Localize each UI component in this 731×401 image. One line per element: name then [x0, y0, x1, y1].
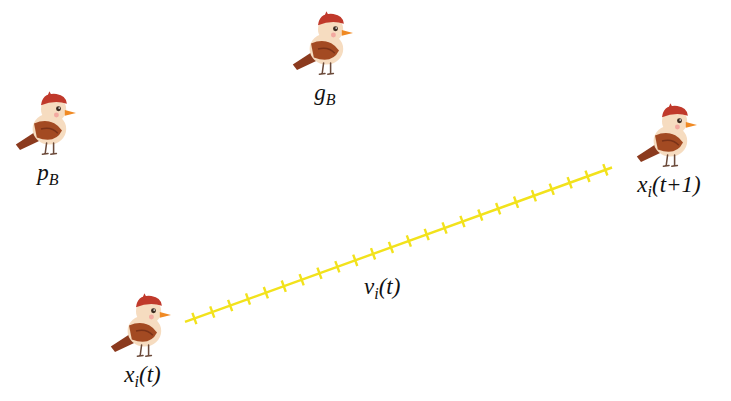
variable-label: pB	[37, 160, 58, 186]
variable-label: gB	[314, 80, 335, 106]
bird-node: gB	[287, 6, 363, 106]
variable-label: xi(t)	[124, 362, 160, 388]
bird-picture	[13, 86, 83, 158]
bird-picture	[290, 6, 360, 78]
bird-node: xi(t)	[100, 288, 185, 388]
variable-label: xi(t+1)	[637, 172, 700, 198]
bird-picture	[634, 98, 704, 170]
bird-node: xi(t+1)	[612, 98, 726, 198]
bird-picture	[108, 288, 178, 360]
velocity-label: vi(t)	[364, 274, 400, 300]
velocity-line	[185, 164, 612, 324]
bird-node: pB	[8, 86, 88, 186]
